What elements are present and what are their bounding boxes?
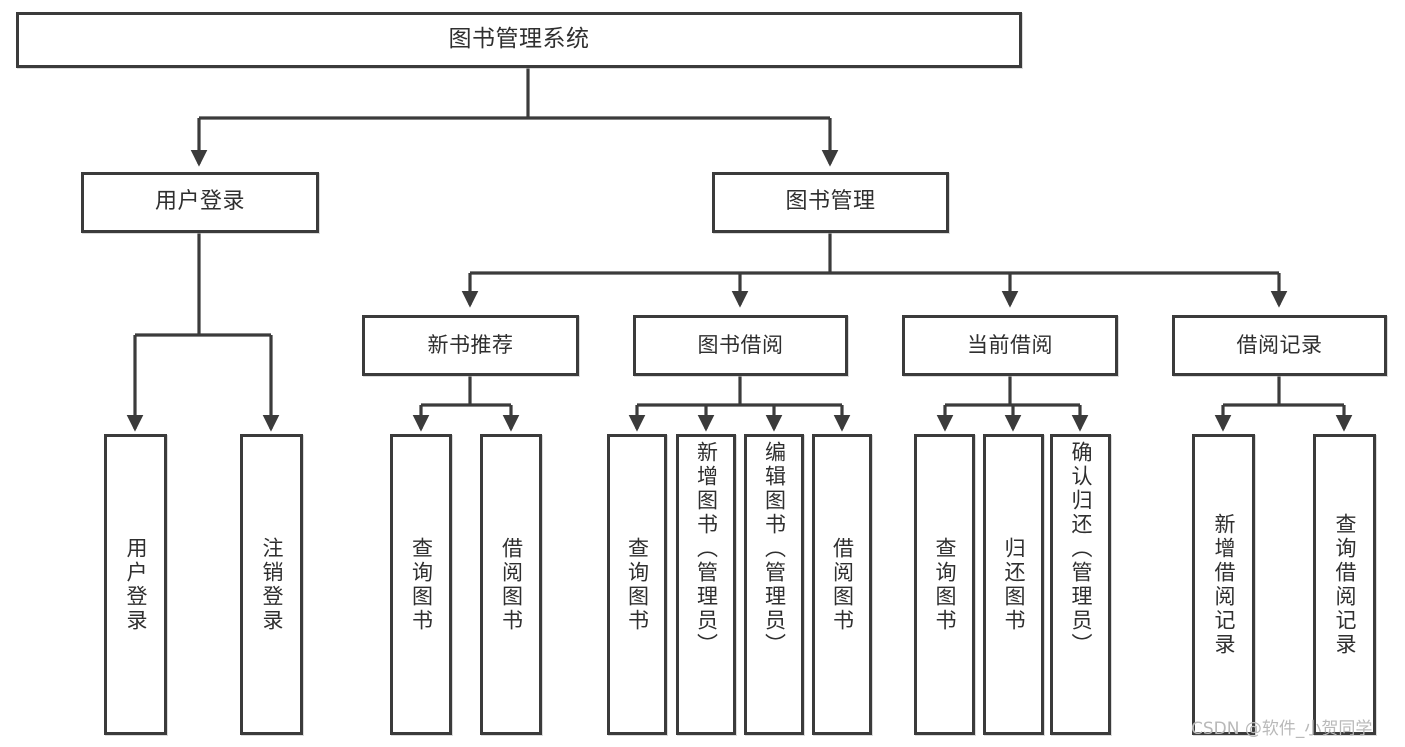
node-label: 新增借阅记录 [1212, 512, 1236, 657]
node-borrow-record[interactable]: 借阅记录 [1172, 315, 1387, 376]
node-label: 查询图书 [625, 536, 650, 633]
leaf-add-borrow-record[interactable]: 新增借阅记录 [1192, 434, 1255, 735]
leaf-query-borrow-record[interactable]: 查询借阅记录 [1313, 434, 1376, 735]
node-current-borrow[interactable]: 当前借阅 [902, 315, 1118, 376]
leaf-add-book-admin[interactable]: 新增图书（管理员） [676, 434, 736, 735]
node-label: 当前借阅 [967, 332, 1053, 357]
node-label: 注销登录 [260, 536, 284, 633]
leaf-return-book[interactable]: 归还图书 [983, 434, 1044, 735]
node-label: 借阅记录 [1236, 332, 1323, 357]
leaf-borrow-book-recommend[interactable]: 借阅图书 [480, 434, 542, 735]
leaf-user-login[interactable]: 用户登录 [104, 434, 167, 735]
node-label: 编辑图书（管理员） [762, 441, 787, 657]
node-label: 图书借阅 [697, 332, 784, 357]
node-label: 查询借阅记录 [1333, 512, 1357, 657]
node-label: 新增图书（管理员） [694, 441, 719, 657]
leaf-query-book-current[interactable]: 查询图书 [914, 434, 975, 735]
node-label: 图书管理 [785, 189, 876, 215]
node-label: 借阅图书 [499, 536, 524, 633]
node-label: 归还图书 [1002, 536, 1026, 633]
node-label: 查询图书 [409, 536, 434, 633]
leaf-logout[interactable]: 注销登录 [240, 434, 303, 735]
node-new-book-recommend[interactable]: 新书推荐 [362, 315, 579, 376]
node-book-management[interactable]: 图书管理 [712, 172, 949, 233]
node-label: 查询图书 [933, 536, 957, 633]
watermark-text: CSDN @软件_小贺同学 [1191, 719, 1373, 739]
node-label: 借阅图书 [830, 536, 855, 633]
node-user-login[interactable]: 用户登录 [81, 172, 319, 233]
node-book-borrow[interactable]: 图书借阅 [633, 315, 848, 376]
node-root-book-management-system[interactable]: 图书管理系统 [16, 12, 1022, 68]
node-label: 图书管理系统 [448, 26, 590, 53]
node-label: 用户登录 [154, 189, 245, 215]
leaf-edit-book-admin[interactable]: 编辑图书（管理员） [744, 434, 804, 735]
leaf-query-book-borrow[interactable]: 查询图书 [607, 434, 667, 735]
node-label: 确认归还（管理员） [1069, 441, 1093, 657]
leaf-borrow-book[interactable]: 借阅图书 [812, 434, 872, 735]
leaf-query-book-recommend[interactable]: 查询图书 [390, 434, 452, 735]
leaf-confirm-return-admin[interactable]: 确认归还（管理员） [1050, 434, 1111, 735]
node-label: 用户登录 [124, 536, 148, 633]
node-label: 新书推荐 [427, 332, 514, 357]
